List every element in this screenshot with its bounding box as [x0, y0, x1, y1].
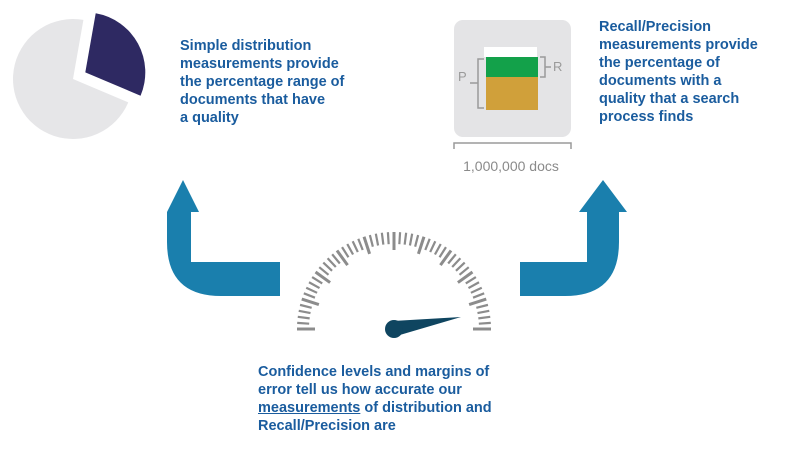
gauge-tick: [433, 243, 442, 256]
card-green-band: [486, 57, 538, 77]
gauge-tick: [303, 292, 316, 299]
caption-line: Simple distribution: [180, 38, 312, 54]
gauge-icon: [297, 232, 491, 331]
precision-label: P: [458, 69, 467, 84]
pie-slice: [85, 13, 146, 96]
card-gold-band: [486, 77, 538, 110]
caption-line: a quality: [180, 110, 239, 126]
recall-precision-caption: Recall/Precision measurements provide th…: [599, 18, 758, 126]
gauge-tick: [416, 236, 426, 255]
gauge-tick: [398, 232, 402, 245]
gauge-tick: [470, 286, 483, 294]
gauge-tick: [438, 246, 447, 258]
gauge-tick: [472, 292, 485, 299]
gauge-tick: [362, 236, 372, 255]
pie-chart-icon: [13, 13, 146, 139]
confidence-caption: Confidence levels and margins of error t…: [258, 363, 492, 435]
gauge-tick: [298, 309, 311, 315]
gauge-tick: [301, 297, 320, 307]
caption-line: the percentage of: [599, 55, 720, 71]
r-bracket: [540, 56, 551, 78]
caption-line: measurements provide: [599, 37, 758, 53]
caption-line: Confidence levels and margins of: [258, 364, 490, 380]
gauge-needle: [385, 317, 461, 338]
gauge-tick: [297, 321, 310, 325]
gauge-tick: [478, 321, 491, 325]
gauge-tick: [447, 253, 457, 265]
caption-line: measurements provide: [180, 56, 339, 72]
gauge-tick: [451, 257, 462, 268]
gauge-tick: [357, 238, 364, 251]
gauge-tick: [424, 238, 431, 251]
gauge-tick: [368, 234, 374, 247]
gauge-tick: [478, 315, 491, 320]
recall-label: R: [553, 59, 563, 74]
gauge-tick: [457, 270, 474, 284]
left-up-arrow-icon: [167, 180, 280, 296]
caption-line: Recall/Precision are: [258, 418, 396, 434]
precision-recall-card-icon: [454, 20, 571, 137]
gauge-tick: [476, 303, 489, 309]
caption-line: documents that have: [180, 92, 326, 108]
pie-base: [13, 19, 129, 139]
gauge-tick: [458, 266, 470, 276]
gauge-tick: [408, 233, 414, 246]
distribution-caption: Simple distribution measurements provide…: [180, 37, 344, 127]
gauge-tick: [326, 257, 337, 268]
gauge-tick: [386, 232, 390, 245]
gauge-tick: [297, 315, 310, 320]
caption-line: Recall/Precision: [599, 19, 712, 35]
gauge-tick: [380, 232, 385, 245]
caption-line-rest: of distribution and: [360, 400, 492, 416]
gauge-tick: [341, 246, 350, 258]
right-up-arrow-icon: [520, 180, 627, 296]
caption-line: the percentage range of: [180, 74, 345, 90]
gauge-tick: [439, 249, 453, 266]
gauge-tick: [351, 240, 359, 253]
card-white-band: [484, 47, 537, 57]
gauge-tick: [374, 233, 380, 246]
docs-count-label: 1,000,000 docs: [463, 158, 559, 174]
gauge-tick: [468, 297, 487, 307]
gauge-tick: [314, 270, 331, 284]
caption-line-with-link: measurements of distribution and: [258, 399, 492, 417]
gauge-tick: [465, 276, 477, 285]
caption-line: error tell us how accurate our: [258, 382, 462, 398]
gauge-tick: [346, 243, 355, 256]
caption-line: documents with a: [599, 73, 722, 89]
gauge-tick: [429, 240, 437, 253]
docs-bracket: [453, 142, 572, 149]
measurements-link[interactable]: measurements: [258, 400, 361, 416]
gauge-tick: [455, 261, 466, 272]
gauge-tick: [467, 281, 480, 290]
gauge-tick: [403, 232, 408, 245]
gauge-tick: [318, 266, 330, 276]
gauge-tick: [322, 261, 333, 272]
gauge-tick: [414, 234, 420, 247]
gauge-tick: [311, 276, 323, 285]
gauge-tick: [305, 286, 318, 294]
gauge-tick: [335, 249, 349, 266]
p-bracket: [470, 58, 484, 109]
caption-line: quality that a search: [599, 91, 740, 107]
gauge-tick: [308, 281, 321, 290]
gauge-tick: [477, 309, 490, 315]
gauge-tick: [299, 303, 312, 309]
caption-line: process finds: [599, 109, 694, 125]
gauge-tick: [331, 253, 341, 265]
